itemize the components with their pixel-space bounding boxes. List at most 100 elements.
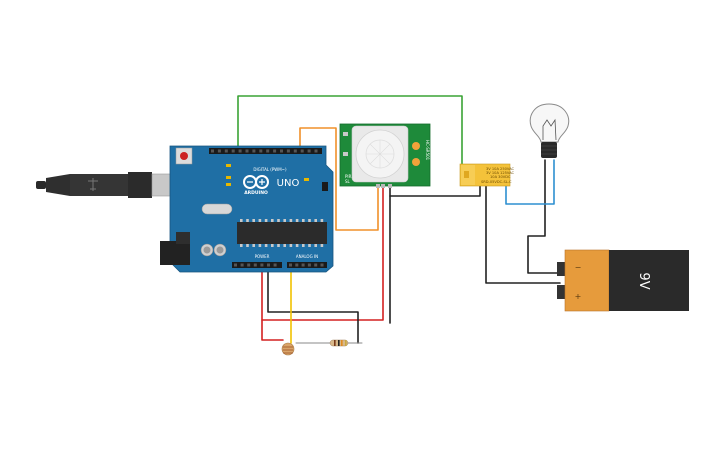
power-pin-socket-4[interactable] <box>260 263 264 267</box>
chip-leg-top-7 <box>283 219 286 222</box>
usb-cable[interactable] <box>36 172 177 198</box>
chip-leg-top-3 <box>258 219 262 222</box>
chip-leg-bottom-7 <box>283 244 286 247</box>
wires <box>237 95 561 344</box>
blue-wire[interactable] <box>505 159 555 205</box>
pir-pot-1[interactable] <box>412 142 420 150</box>
digital-label: DIGITAL (PWM~) <box>253 167 287 172</box>
chip-leg-top-9 <box>295 219 299 222</box>
analog-pin-socket-2[interactable] <box>301 263 305 267</box>
led-on <box>304 178 309 181</box>
pir-pot-2[interactable] <box>412 158 420 166</box>
chip-leg-bottom-13 <box>320 244 324 247</box>
power-pin-socket-1[interactable] <box>240 263 244 267</box>
chip-leg-top-10 <box>302 219 305 222</box>
power-label: POWER <box>255 254 270 259</box>
chip-leg-bottom-2 <box>252 244 255 247</box>
power-pin-socket-5[interactable] <box>267 263 270 267</box>
digital-pin-socket-6[interactable] <box>252 149 256 153</box>
chip-leg-top-12 <box>314 219 317 222</box>
crystal <box>201 203 233 215</box>
analog-pin-socket-3[interactable] <box>307 263 311 267</box>
digital-pin-socket-10[interactable] <box>280 149 283 153</box>
digital-pin-socket-2[interactable] <box>224 149 228 153</box>
chip-leg-bottom-6 <box>277 244 280 247</box>
digital-pin-socket-14[interactable] <box>307 149 311 153</box>
red-wire-pir[interactable] <box>261 184 384 321</box>
photoresistor[interactable] <box>281 342 295 356</box>
pir-pin-vcc[interactable] <box>381 184 385 188</box>
chip-leg-bottom-12 <box>314 244 317 247</box>
pir-label-1: PIR <box>345 174 352 179</box>
digital-pin-socket-15[interactable] <box>314 149 318 153</box>
digital-pin-socket-1[interactable] <box>217 149 221 153</box>
digital-pin-socket-13[interactable] <box>300 149 304 153</box>
analog-pin-socket-1[interactable] <box>295 263 299 267</box>
battery-plus-label: + <box>575 292 582 301</box>
atmega-chip <box>237 222 327 244</box>
chip-leg-top-5 <box>271 219 274 222</box>
power-pin-socket-0[interactable] <box>234 263 237 267</box>
chip-leg-bottom-1 <box>246 244 249 247</box>
chip-leg-top-13 <box>320 219 324 222</box>
green-wire[interactable] <box>237 95 463 173</box>
digital-pin-socket-11[interactable] <box>286 149 290 153</box>
led-rx <box>226 183 231 186</box>
chip-leg-top-8 <box>289 219 293 222</box>
analog-pin-socket-0[interactable] <box>289 263 292 267</box>
model-label: UNO <box>277 178 300 189</box>
arduino-uno[interactable]: DIGITAL (PWM~) ARDUINO UNO POWER <box>160 145 334 273</box>
pir-sensor[interactable]: PIR SL HC-SR501 <box>339 123 431 188</box>
battery-9v[interactable]: − + 9V <box>557 249 689 312</box>
power-header[interactable] <box>232 262 282 268</box>
power-pin-socket-6[interactable] <box>273 263 277 267</box>
chip-leg-bottom-0 <box>240 244 243 247</box>
digital-pin-socket-12[interactable] <box>293 149 297 153</box>
digital-pin-socket-0[interactable] <box>211 149 214 153</box>
relay[interactable]: 3V 10A 250VAC 3V 10A 125VAC 10A 30VDC SR… <box>459 163 515 187</box>
black-wire-battery-bulb[interactable] <box>527 159 561 274</box>
resistor[interactable] <box>329 339 349 347</box>
chip-leg-bottom-8 <box>289 244 293 247</box>
red-wire-ldr[interactable] <box>261 319 284 341</box>
relay-model: SRD-05VDC-SL-C <box>481 180 512 184</box>
chip-leg-bottom-10 <box>302 244 305 247</box>
black-wire-relay-battery[interactable] <box>485 183 561 284</box>
pir-pin-out[interactable] <box>376 184 380 188</box>
chip-leg-top-6 <box>277 219 280 222</box>
battery-voltage-label: 9V <box>636 272 651 289</box>
pir-pin-gnd[interactable] <box>388 184 392 188</box>
chip-leg-top-2 <box>252 219 255 222</box>
digital-pin-socket-9[interactable] <box>273 149 277 153</box>
chip-leg-bottom-3 <box>258 244 262 247</box>
arduino-logo <box>243 175 269 189</box>
analog-pin-socket-5[interactable] <box>320 263 324 267</box>
digital-pin-socket-5[interactable] <box>245 149 249 153</box>
brand-label: ARDUINO <box>244 190 268 196</box>
power-jack[interactable] <box>160 241 190 265</box>
pir-label-2: SL <box>345 179 351 184</box>
power-pin-socket-2[interactable] <box>247 263 251 267</box>
pir-model-label: HC-SR501 <box>425 140 430 161</box>
bulb-filament <box>542 118 557 141</box>
chip-leg-top-4 <box>264 219 268 222</box>
digital-pin-socket-4[interactable] <box>238 149 242 153</box>
digital-pin-socket-3[interactable] <box>231 149 235 153</box>
power-pin-socket-3[interactable] <box>253 263 257 267</box>
orange-wire[interactable] <box>299 127 379 231</box>
digital-pin-socket-7[interactable] <box>259 149 263 153</box>
light-bulb[interactable] <box>529 103 570 158</box>
analog-header[interactable] <box>287 262 327 268</box>
led-l <box>226 164 231 167</box>
chip-leg-bottom-4 <box>264 244 268 247</box>
battery-terminal-minus[interactable] <box>557 262 565 276</box>
digital-pin-socket-8[interactable] <box>266 149 270 153</box>
digital-header[interactable] <box>209 148 322 154</box>
black-wire-pir-relay[interactable] <box>389 183 481 197</box>
analog-pin-socket-4[interactable] <box>314 263 318 267</box>
battery-terminal-plus[interactable] <box>557 285 565 299</box>
chip-leg-top-0 <box>240 219 243 222</box>
black-wire-arduino-gnd[interactable] <box>267 269 359 344</box>
chip-leg-top-1 <box>246 219 249 222</box>
